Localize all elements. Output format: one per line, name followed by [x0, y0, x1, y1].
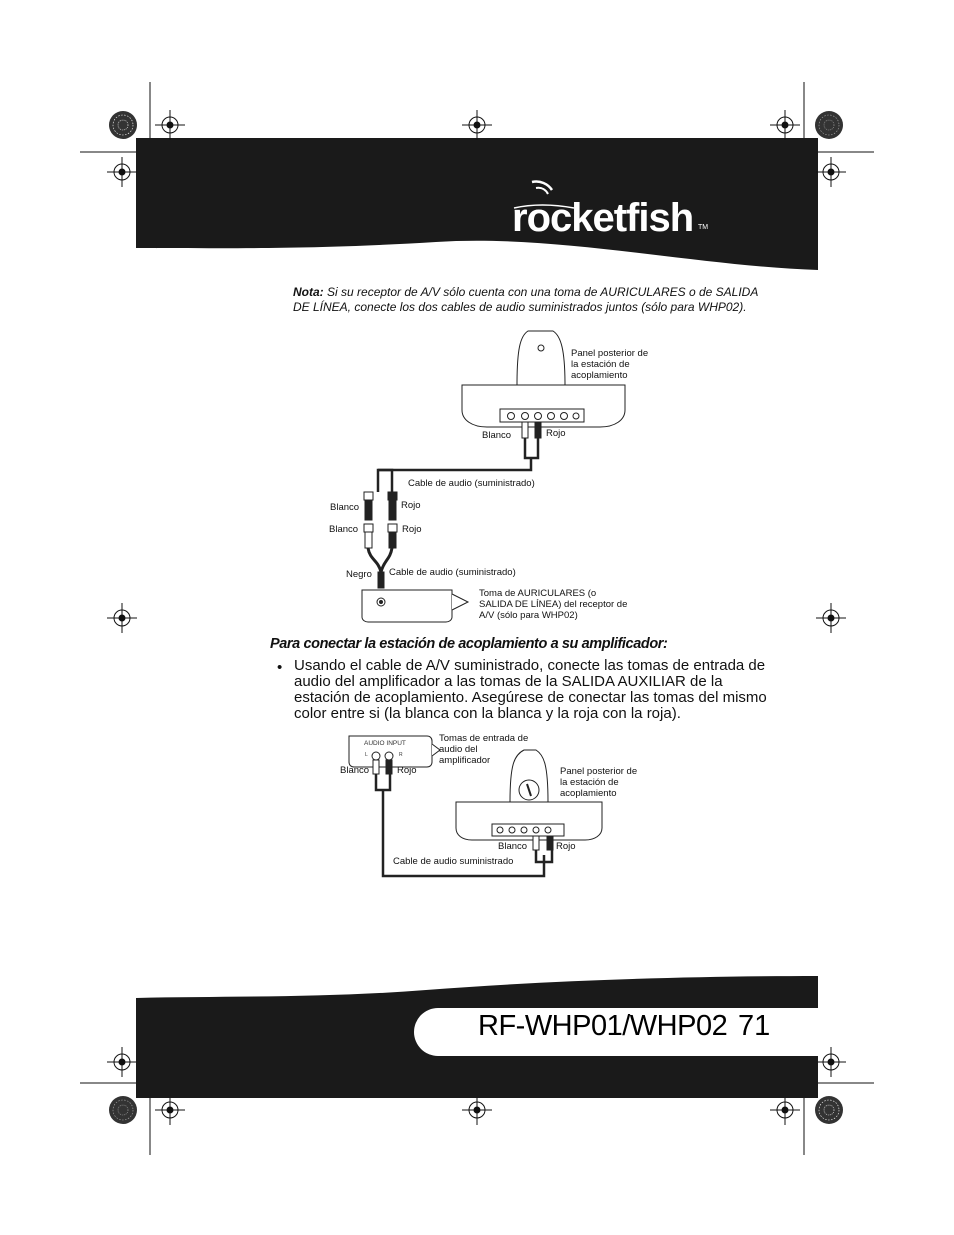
- target-bottom-center: [462, 1095, 492, 1125]
- rca-plug-pair-upper: [363, 491, 398, 521]
- d2-amp-jacks-label: Tomas de entrada de audio del amplificad…: [439, 733, 529, 766]
- d1-blanco-2: Blanco: [329, 524, 359, 535]
- target-right-lower: [816, 1047, 846, 1077]
- d1-rojo-top: Rojo: [546, 428, 566, 439]
- d1-blanco-1: Blanco: [330, 502, 360, 513]
- brand-logo: rocketfish: [512, 196, 694, 240]
- d2-rojo-amp: Rojo: [397, 765, 417, 776]
- amp-plugs: [372, 759, 554, 878]
- d2-panel-label: Panel posterior de la estación de acopla…: [560, 766, 638, 799]
- target-left-middle: [107, 603, 137, 633]
- note-paragraph: Nota: Si su receptor de A/V sólo cuenta …: [293, 285, 763, 315]
- target-top-center: [462, 110, 492, 140]
- target-bottom-right: [770, 1095, 800, 1125]
- d1-cable-label-2: Cable de audio (suministrado): [389, 567, 516, 578]
- starburst-bottom-left: [109, 1096, 137, 1124]
- logo-swoosh-icon: [513, 180, 575, 209]
- d1-rojo-1: Rojo: [401, 500, 421, 511]
- d2-audio-input: AUDIO INPUT: [364, 740, 406, 747]
- dock-unit-1: [461, 330, 626, 428]
- bullet-text: Usando el cable de A/V suministrado, con…: [294, 657, 767, 722]
- rca-jack-pair-lower: [363, 523, 398, 589]
- bullet-marker: •: [277, 659, 283, 676]
- target-top-left: [155, 110, 185, 140]
- trademark: TM: [698, 224, 709, 231]
- note-label: Nota:: [293, 285, 324, 299]
- starburst-top-left: [109, 111, 137, 139]
- target-right-middle: [816, 603, 846, 633]
- target-left-upper: [107, 157, 137, 187]
- d2-blanco-amp: Blanco: [340, 765, 370, 776]
- d1-cable-label-1: Cable de audio (suministrado): [408, 478, 535, 489]
- starburst-bottom-right: [815, 1096, 843, 1124]
- footer-label-pill: [414, 1008, 820, 1056]
- footer-model-number: RF-WHP01/WHP02: [478, 1010, 728, 1042]
- note-text: Si su receptor de A/V sólo cuenta con un…: [293, 285, 758, 314]
- dock-unit-2: [455, 749, 603, 851]
- receiver-box: [361, 589, 470, 623]
- d2-r: R: [399, 752, 403, 758]
- amplifier-box: [348, 735, 441, 768]
- target-bottom-left: [155, 1095, 185, 1125]
- section-heading: Para conectar la estación de acoplamient…: [270, 636, 668, 652]
- d1-negro: Negro: [346, 569, 372, 580]
- d2-blanco-dock: Blanco: [498, 841, 528, 852]
- starburst-top-right: [815, 111, 843, 139]
- header-band: [136, 138, 818, 270]
- d2-rojo-dock: Rojo: [556, 841, 576, 852]
- d2-l: L: [365, 752, 368, 758]
- page-number: 71: [738, 1010, 771, 1042]
- d1-panel-label: Panel posterior de la estación de acopla…: [571, 348, 649, 381]
- target-top-right: [770, 110, 800, 140]
- target-left-lower: [107, 1047, 137, 1077]
- d1-rojo-2: Rojo: [402, 524, 422, 535]
- dock-plugs-1: [376, 421, 542, 492]
- target-right-upper: [816, 157, 846, 187]
- d1-blanco-top: Blanco: [482, 430, 512, 441]
- d2-cable-label: Cable de audio suministrado: [393, 856, 514, 867]
- d1-jack-label: Toma de AURICULARES (o SALIDA DE LÍNEA) …: [479, 588, 628, 621]
